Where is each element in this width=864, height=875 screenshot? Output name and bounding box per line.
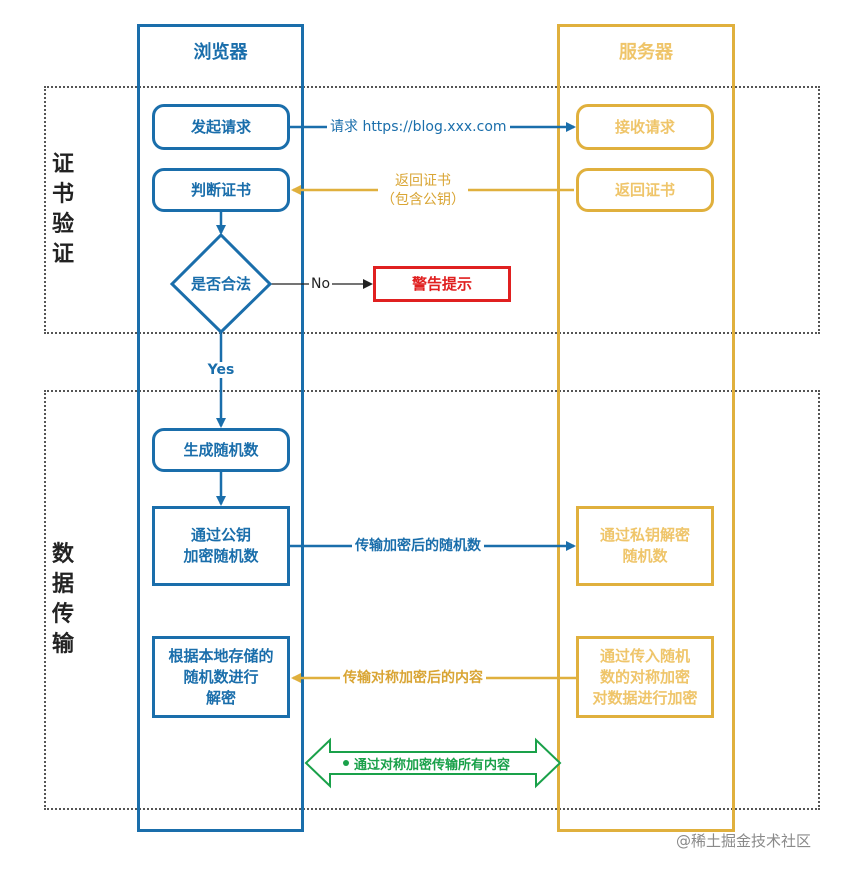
section-label-data: 数据传输 [51,542,74,657]
symmetric-double-arrow [304,737,562,789]
watermark: @稀土掘金技术社区 [676,832,812,850]
send-content-label: 传输对称加密后的内容 [340,669,486,688]
cert-verification-section [44,86,820,334]
send-random-label: 传输加密后的随机数 [352,537,484,556]
return-cert-label: 返回证书 （包含公钥） [378,172,468,210]
data-transfer-section [44,390,820,810]
yes-label: Yes [200,362,242,378]
section-label-cert: 证书验证 [51,152,74,267]
no-label: No [309,275,333,294]
browser-lane-title: 浏览器 [193,42,248,63]
send-request-step: 发起请求 [152,104,290,150]
request-label: 请求 https://blog.xxx.com [327,118,510,137]
receive-request-step: 接收请求 [576,104,714,150]
warning-alert-box: 警告提示 [373,266,511,302]
check-cert-step: 判断证书 [152,168,290,212]
is-valid-diamond [169,232,273,335]
is-valid-label: 是否合法 [190,275,251,293]
server-lane-title: 服务器 [619,42,673,63]
symmetric-all-label: 通过对称加密传输所有内容 [354,758,511,773]
decrypt-content-step: 根据本地存储的 随机数进行 解密 [152,636,290,718]
return-cert-step: 返回证书 [576,168,714,212]
encrypt-data-step: 通过传入随机 数的对称加密 对数据进行加密 [576,636,714,718]
decrypt-random-step: 通过私钥解密 随机数 [576,506,714,586]
encrypt-random-step: 通过公钥 加密随机数 [152,506,290,586]
browser-lane [137,24,304,832]
server-lane [557,24,735,832]
green-bullet [343,760,349,766]
gen-random-step: 生成随机数 [152,428,290,472]
